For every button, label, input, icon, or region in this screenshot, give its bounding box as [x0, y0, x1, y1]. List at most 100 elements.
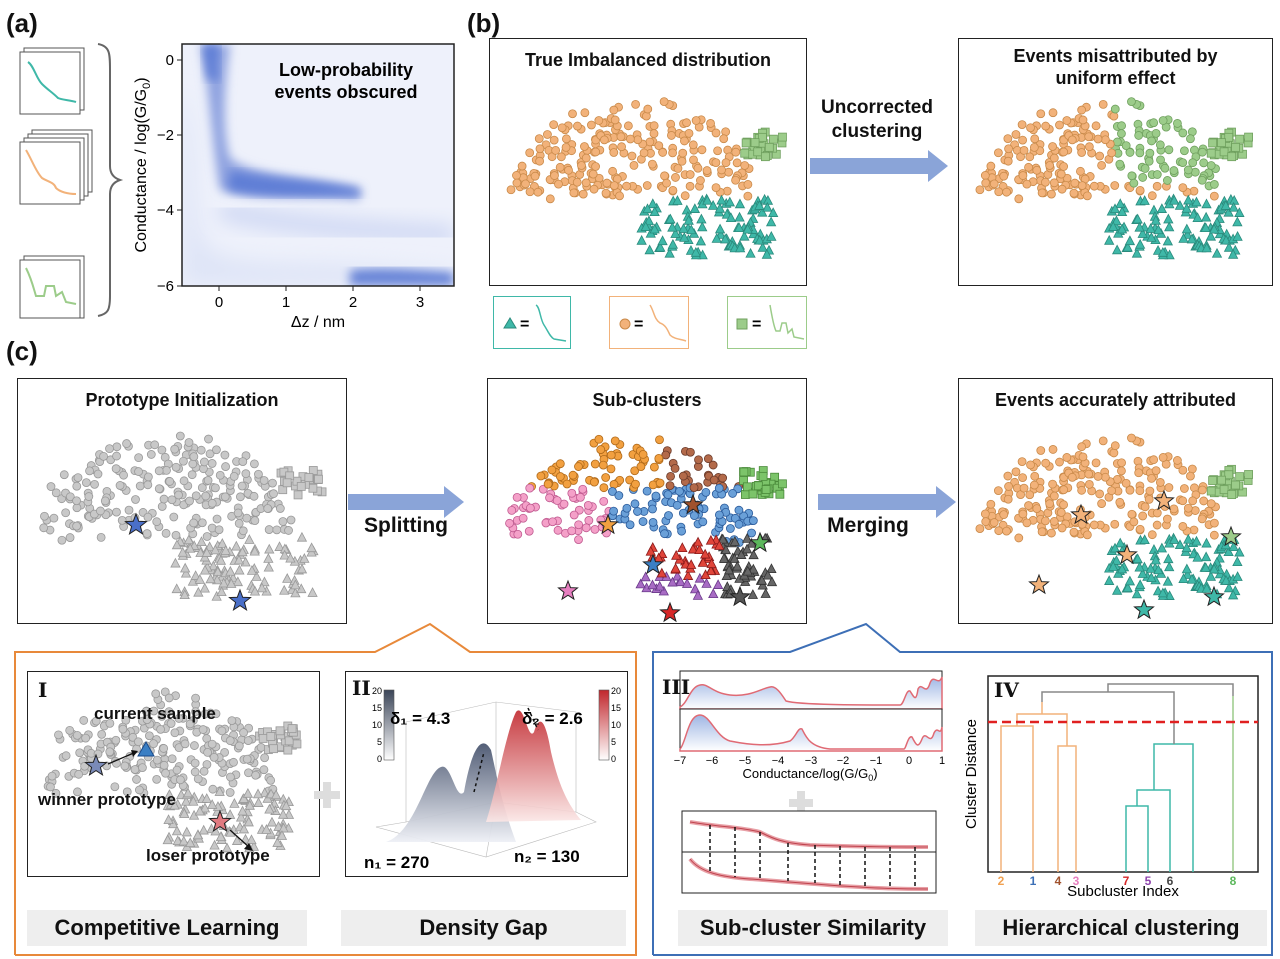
point [1026, 123, 1035, 133]
point [591, 147, 601, 157]
point [1201, 582, 1212, 593]
point [1003, 134, 1013, 144]
point [1029, 143, 1039, 152]
point [555, 472, 565, 481]
x-axis-label: Δz / nm [291, 314, 345, 331]
point [1019, 145, 1029, 155]
scatter-prototype-init [39, 431, 327, 612]
point [1003, 494, 1013, 504]
point [758, 132, 767, 142]
point [1004, 144, 1013, 154]
point [180, 567, 192, 578]
point [157, 445, 167, 455]
point [640, 571, 651, 582]
point [250, 516, 260, 526]
point [622, 503, 632, 513]
point [212, 445, 221, 455]
point [1077, 442, 1087, 452]
point [507, 506, 517, 515]
point [1121, 141, 1131, 151]
point [764, 142, 774, 152]
point [554, 179, 563, 189]
point [762, 569, 773, 580]
point [645, 545, 656, 556]
point [589, 184, 599, 194]
winner-prototype-star [84, 753, 108, 777]
point [691, 116, 701, 125]
prototype-star [228, 588, 252, 612]
subcluster-star [557, 579, 579, 601]
point [97, 729, 107, 739]
point [229, 798, 240, 808]
x-tick: 2 [349, 294, 357, 311]
point [1158, 453, 1168, 462]
point [210, 544, 221, 555]
point [1109, 542, 1121, 553]
point [606, 464, 616, 474]
point [1025, 152, 1035, 162]
point [202, 532, 212, 541]
point [1048, 479, 1057, 489]
point [702, 194, 713, 205]
point [581, 178, 591, 188]
point [720, 233, 731, 244]
point [682, 118, 691, 128]
point [678, 148, 688, 158]
point [246, 834, 257, 845]
point [1032, 165, 1042, 175]
cbar-tick: 0 [611, 754, 616, 764]
scatter-accurate [975, 433, 1253, 620]
point [1219, 485, 1229, 495]
point [1037, 188, 1047, 198]
point [1024, 501, 1033, 510]
point [1100, 135, 1110, 145]
point [1041, 121, 1051, 131]
point [682, 570, 694, 580]
delta2-label: δ₂ = 2.6 [522, 709, 583, 728]
cbar-tick: 10 [372, 720, 382, 730]
point [1059, 147, 1069, 157]
point [1151, 128, 1161, 138]
point [1147, 530, 1157, 540]
point [154, 484, 164, 494]
point [672, 570, 683, 581]
point [1139, 534, 1150, 545]
y-axis-label: Conductance / log(G/G0) [133, 77, 153, 252]
point [731, 175, 740, 185]
point [1093, 472, 1103, 481]
point [1002, 526, 1011, 536]
point [708, 588, 719, 599]
point [208, 560, 219, 571]
point [1183, 533, 1194, 544]
point [201, 793, 212, 803]
point [975, 185, 985, 195]
point [758, 471, 768, 481]
point [1223, 582, 1235, 593]
point [65, 725, 75, 735]
point [769, 134, 778, 144]
point [193, 774, 203, 784]
point [1157, 246, 1169, 257]
merged-star [1028, 573, 1050, 595]
point [1178, 128, 1188, 138]
point [111, 464, 121, 474]
point [1134, 221, 1145, 232]
point [1178, 522, 1188, 531]
point [633, 135, 643, 145]
point [75, 748, 85, 758]
point [1032, 504, 1042, 514]
point [105, 747, 115, 757]
point [610, 115, 620, 125]
point [761, 485, 771, 494]
point [719, 134, 729, 144]
point [1145, 223, 1156, 233]
point [1174, 199, 1186, 210]
point [1059, 485, 1069, 495]
point [742, 482, 752, 492]
point [1191, 535, 1202, 546]
point [578, 484, 588, 494]
loser-prototype-star [208, 809, 232, 833]
arrow-text-splitting: Splitting [364, 514, 448, 537]
point [766, 231, 777, 241]
point [174, 714, 184, 723]
